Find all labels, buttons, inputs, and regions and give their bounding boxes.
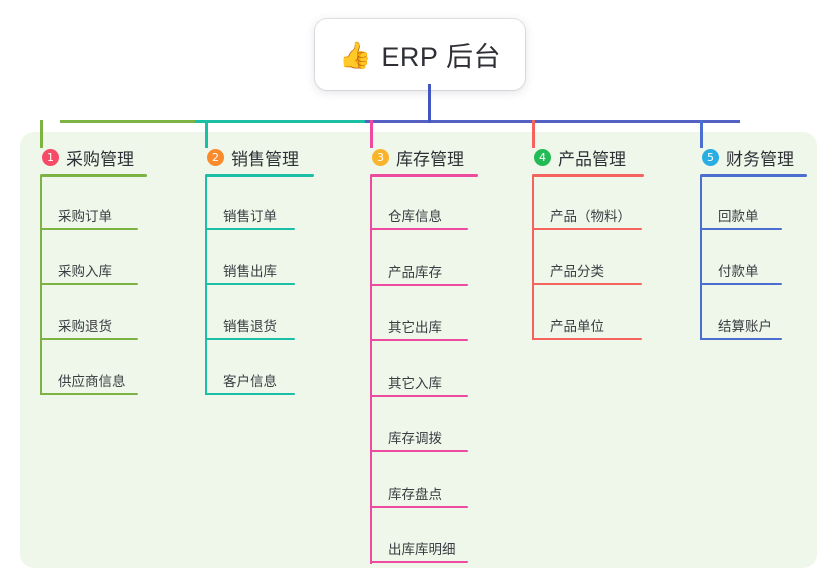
item-underline <box>40 228 138 230</box>
item-underline <box>700 338 782 340</box>
column-badge-1: 1 <box>42 148 59 166</box>
content-panel <box>20 132 817 568</box>
item-underline <box>370 394 468 397</box>
column-3: 3 库存管理仓库信息产品库存其它出库其它入库库存调拨库存盘点出库库明细 <box>370 142 478 569</box>
item-underline <box>40 393 138 395</box>
column-underline-3 <box>370 174 478 177</box>
column-underline-1 <box>40 174 147 177</box>
item-underline <box>370 505 468 508</box>
column-1: 1 采购管理采购订单采购入库采购退货供应商信息 <box>40 142 147 400</box>
item-label: 供应商信息 <box>58 374 126 389</box>
column-spine-2 <box>205 175 207 395</box>
item-label: 产品分类 <box>550 264 604 279</box>
item-label: 采购订单 <box>58 209 112 224</box>
item-label: 采购退货 <box>58 319 112 334</box>
item-underline <box>205 283 295 285</box>
column-title-1: 采购管理 <box>66 149 134 169</box>
item-label: 其它出库 <box>388 320 442 335</box>
column-badge-3: 3 <box>372 148 389 166</box>
item-label: 回款单 <box>718 209 759 224</box>
drop-line-2 <box>205 120 208 148</box>
column-header-2[interactable]: 2 销售管理 <box>205 142 314 177</box>
column-items-1: 采购订单采购入库采购退货供应商信息 <box>40 180 138 400</box>
item-underline <box>40 338 138 340</box>
connector-bar-segment-3 <box>365 120 740 123</box>
item-underline <box>532 228 642 230</box>
column-items-2: 销售订单销售出库销售退货客户信息 <box>205 180 299 400</box>
item-label: 产品单位 <box>550 319 604 334</box>
column-header-5[interactable]: 5 财务管理 <box>700 142 807 177</box>
drop-line-4 <box>532 120 535 148</box>
item-label: 其它入库 <box>388 375 442 391</box>
column-4: 4 产品管理产品（物料） 产品分类产品单位 <box>532 142 644 345</box>
root-node[interactable]: 👍 ERP 后台 <box>315 19 525 90</box>
item-label: 采购入库 <box>58 264 112 279</box>
item-label: 销售订单 <box>223 209 277 224</box>
item-underline <box>40 283 138 285</box>
column-5: 5 财务管理回款单付款单结算账户 <box>700 142 807 345</box>
connector-bar-segment-2 <box>195 120 365 123</box>
column-items-3: 仓库信息产品库存其它出库其它入库库存调拨库存盘点出库库明细 <box>370 180 468 569</box>
column-header-3[interactable]: 3 库存管理 <box>370 142 478 177</box>
drop-line-3 <box>370 120 373 148</box>
column-header-1[interactable]: 1 采购管理 <box>40 142 147 177</box>
column-badge-4: 4 <box>534 148 551 166</box>
item-underline <box>205 228 295 230</box>
item-underline <box>700 228 782 230</box>
item-underline <box>370 228 468 230</box>
item-label: 产品库存 <box>388 264 442 280</box>
item-underline <box>205 393 295 395</box>
column-underline-2 <box>205 174 314 177</box>
item-label: 销售退货 <box>223 319 277 334</box>
item-label: 客户信息 <box>223 374 277 389</box>
item-underline <box>370 339 468 341</box>
column-header-4[interactable]: 4 产品管理 <box>532 142 644 177</box>
column-spine-1 <box>40 175 42 395</box>
connector-bar-segment-1 <box>60 120 195 123</box>
column-badge-5: 5 <box>702 148 719 166</box>
item-underline <box>205 338 295 340</box>
item-label: 仓库信息 <box>388 209 442 224</box>
root-stem <box>428 84 431 123</box>
thumbs-up-icon: 👍 <box>339 39 372 70</box>
column-title-2: 销售管理 <box>231 149 299 169</box>
column-items-4: 产品（物料） 产品分类产品单位 <box>532 180 642 345</box>
column-spine-5 <box>700 175 702 340</box>
item-label: 付款单 <box>718 264 759 279</box>
column-title-5: 财务管理 <box>726 149 794 169</box>
drop-line-1 <box>40 120 43 148</box>
column-spine-3 <box>370 175 372 564</box>
item-underline <box>370 283 468 286</box>
column-title-3: 库存管理 <box>396 149 464 169</box>
drop-line-5 <box>700 120 703 148</box>
column-2: 2 销售管理销售订单销售出库销售退货客户信息 <box>205 142 314 400</box>
item-underline <box>532 283 642 285</box>
item-label: 库存盘点 <box>388 486 442 502</box>
item-label: 销售出库 <box>223 264 277 279</box>
item-underline <box>700 283 782 285</box>
column-underline-5 <box>700 174 807 177</box>
column-spine-4 <box>532 175 534 340</box>
item-label: 库存调拨 <box>388 431 442 446</box>
item-label: 结算账户 <box>718 319 772 334</box>
column-underline-4 <box>532 174 644 177</box>
item-underline <box>370 561 468 563</box>
item-underline <box>532 338 642 340</box>
item-label: 产品（物料） <box>550 209 631 224</box>
column-items-5: 回款单付款单结算账户 <box>700 180 794 345</box>
item-label: 出库库明细 <box>388 542 456 557</box>
root-title: ERP 后台 <box>381 42 501 72</box>
column-title-4: 产品管理 <box>558 149 626 169</box>
item-underline <box>370 450 468 452</box>
column-badge-2: 2 <box>207 148 224 166</box>
